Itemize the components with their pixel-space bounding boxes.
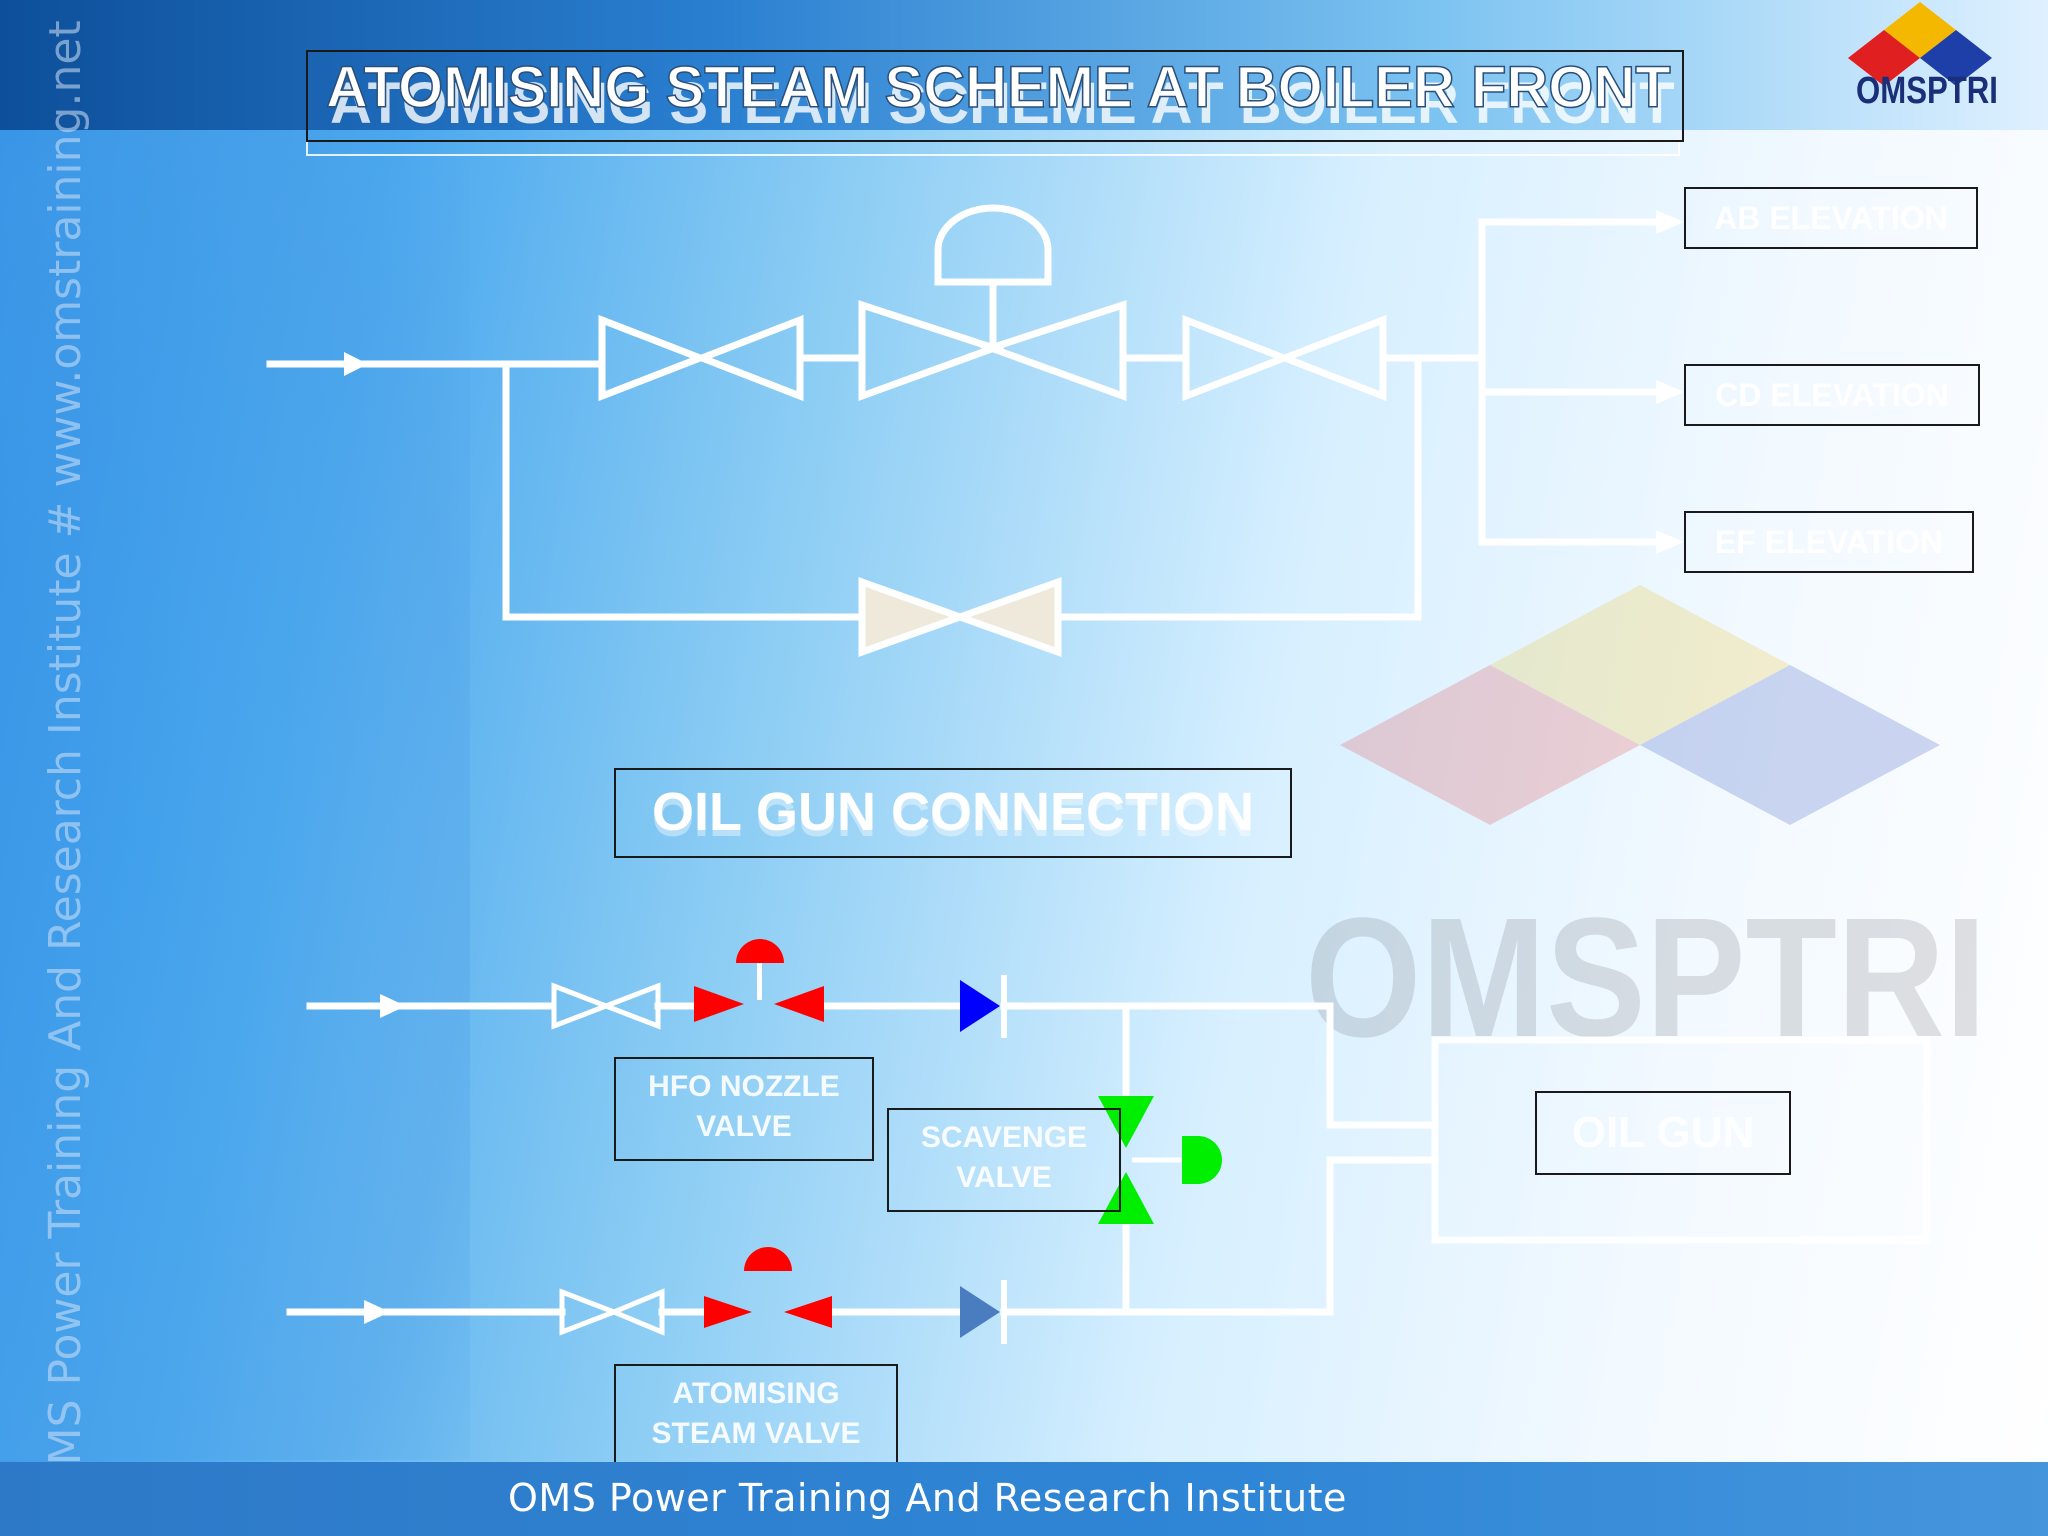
inlet-arrow-icon <box>344 352 368 376</box>
logo-text: OMSPTRI <box>1856 70 1998 112</box>
page-title: ATOMISING STEAM SCHEME AT BOILER FRONT <box>325 54 1671 121</box>
omsptri-logo-icon <box>1848 2 1992 86</box>
footer-text: OMS Power Training And Research Institut… <box>508 1476 1347 1520</box>
steam-hand-valve-icon <box>559 1288 665 1336</box>
watermark-logo-icon <box>1340 585 1940 825</box>
arrow-ab-icon <box>1656 210 1684 234</box>
isolation-valve-2-icon <box>1182 314 1387 402</box>
steam-inlet-arrow-icon <box>364 1300 390 1324</box>
background-swoosh <box>0 130 470 1460</box>
hfo-inlet-arrow-icon <box>380 994 406 1018</box>
top-band <box>0 0 2048 130</box>
atomising-steam-valve-icon <box>704 1247 832 1328</box>
check-valve-2-icon <box>960 1280 1007 1344</box>
label-oil-gun: OIL GUN <box>1535 1091 1791 1175</box>
label-cd-elevation: CD ELEVATION <box>1684 364 1980 426</box>
label-hfo-nozzle-valve: HFO NOZZLE VALVE <box>614 1057 874 1161</box>
check-valve-1-icon <box>960 975 1007 1038</box>
label-ef-elevation: EF ELEVATION <box>1684 511 1974 573</box>
section-label-oil-gun-connection: OIL GUN CONNECTION <box>614 768 1292 858</box>
title-shadow: ATOMISING STEAM SCHEME AT BOILER FRONT <box>330 71 1675 136</box>
isolation-valve-1-icon <box>598 314 804 402</box>
arrow-cd-icon <box>1656 380 1684 404</box>
footer-bar <box>0 1462 2048 1536</box>
title-underline <box>306 142 1680 156</box>
control-valve-icon <box>858 204 1127 401</box>
label-atomising-steam-valve: ATOMISING STEAM VALVE <box>614 1364 898 1468</box>
label-scavenge-valve: SCAVENGE VALVE <box>887 1108 1121 1212</box>
label-ab-elevation: AB ELEVATION <box>1684 187 1978 249</box>
bypass-valve-icon <box>858 577 1062 657</box>
arrow-ef-icon <box>1656 530 1684 554</box>
hfo-hand-valve-icon <box>551 982 661 1030</box>
title-frame <box>306 50 1684 142</box>
oil-gun-body <box>1431 1036 1931 1244</box>
hfo-nozzle-valve-icon <box>694 939 824 1022</box>
